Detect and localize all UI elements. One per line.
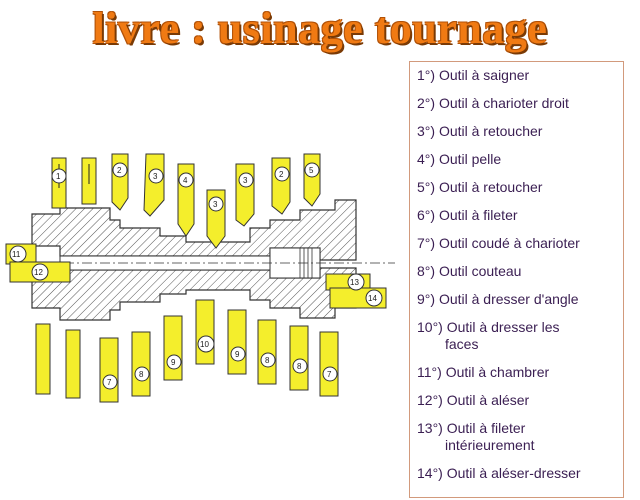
legend-item: 11°) Outil à chambrer xyxy=(417,364,550,380)
tool-7a xyxy=(35,323,51,395)
lathe-tools-diagram: 1 2 3 4 3 3 2 5 7 8 9 10 9 8 8 7 11 12 1… xyxy=(0,140,400,500)
legend-item: 9°) Outil à dresser d'angle xyxy=(417,291,579,307)
legend-item: 8°) Outil couteau xyxy=(417,263,522,279)
workpiece-section xyxy=(31,199,357,321)
tool-number: 3 xyxy=(208,196,224,212)
tool-number: 13 xyxy=(347,273,365,291)
svg-text:3: 3 xyxy=(213,200,218,209)
tool-9a xyxy=(163,315,183,381)
tool-numbers: 1 2 3 4 3 3 2 5 7 8 9 10 9 8 8 7 11 12 1… xyxy=(9,162,383,390)
tool-5 xyxy=(303,153,321,207)
tool-number: 3 xyxy=(238,172,254,188)
svg-text:2: 2 xyxy=(117,166,122,175)
tool-number: 3 xyxy=(148,168,164,184)
tool-2 xyxy=(111,153,129,211)
legend-item: 5°) Outil à retoucher xyxy=(417,179,543,195)
tool-number: 4 xyxy=(178,172,194,188)
tool-number: 8 xyxy=(134,366,150,382)
tool-7c xyxy=(319,331,339,397)
legend-item: 3°) Outil à retoucher xyxy=(417,123,543,139)
svg-text:7: 7 xyxy=(107,378,112,387)
tool-number: 1 xyxy=(51,168,67,184)
tool-number: 7 xyxy=(322,366,338,382)
svg-text:13: 13 xyxy=(350,278,359,287)
page-title: livre : usinage tournage xyxy=(92,4,548,53)
svg-text:5: 5 xyxy=(309,166,314,175)
legend-item: 1°) Outil à saigner xyxy=(417,67,530,83)
svg-text:2: 2 xyxy=(279,170,284,179)
tool-number: 8 xyxy=(260,352,276,368)
svg-text:3: 3 xyxy=(243,176,248,185)
legend-item: 2°) Outil à charioter droit xyxy=(417,95,569,111)
legend-item: 14°) Outil à aléser-dresser xyxy=(417,465,581,481)
svg-text:8: 8 xyxy=(265,356,270,365)
legend-item: 7°) Outil coudé à charioter xyxy=(417,235,580,251)
legend-item: 6°) Outil à fileter xyxy=(417,207,518,223)
tool-8d xyxy=(289,325,309,391)
svg-text:1: 1 xyxy=(56,172,61,181)
svg-text:10: 10 xyxy=(200,340,209,349)
tool-number: 14 xyxy=(365,289,383,307)
tool-7b xyxy=(99,337,119,403)
tool-8a xyxy=(65,329,81,399)
tool-number: 2 xyxy=(112,162,128,178)
tool-2b xyxy=(271,157,291,215)
tool-number: 2 xyxy=(274,166,290,182)
tool-9b xyxy=(227,309,247,375)
svg-text:7: 7 xyxy=(327,370,332,379)
svg-text:8: 8 xyxy=(139,370,144,379)
diagram-svg: 1 2 3 4 3 3 2 5 7 8 9 10 9 8 8 7 11 12 1… xyxy=(5,153,395,403)
tool-1b xyxy=(81,157,97,205)
tool-8c xyxy=(257,319,277,385)
tool-10 xyxy=(195,299,215,365)
svg-text:9: 9 xyxy=(235,350,240,359)
legend-item: 12°) Outil à aléser xyxy=(417,392,530,408)
tool-number: 9 xyxy=(166,354,182,370)
tool-number: 9 xyxy=(230,346,246,362)
tool-number: 11 xyxy=(9,245,27,263)
tool-number: 8 xyxy=(292,358,308,374)
svg-text:11: 11 xyxy=(12,250,21,259)
svg-text:8: 8 xyxy=(297,362,302,371)
svg-text:12: 12 xyxy=(34,268,43,277)
tool-8b xyxy=(131,331,151,397)
legend-item: 4°) Outil pelle xyxy=(417,151,502,167)
tool-number: 5 xyxy=(304,162,320,178)
svg-text:14: 14 xyxy=(368,294,377,303)
tool-3a xyxy=(143,153,165,217)
svg-text:4: 4 xyxy=(183,176,188,185)
tool-number: 12 xyxy=(31,263,49,281)
tool-number: 10 xyxy=(197,335,215,353)
svg-text:3: 3 xyxy=(153,172,158,181)
svg-text:9: 9 xyxy=(171,358,176,367)
tool-number: 7 xyxy=(102,374,118,390)
tool-legend: 1°) Outil à saigner 2°) Outil à chariote… xyxy=(409,61,624,498)
